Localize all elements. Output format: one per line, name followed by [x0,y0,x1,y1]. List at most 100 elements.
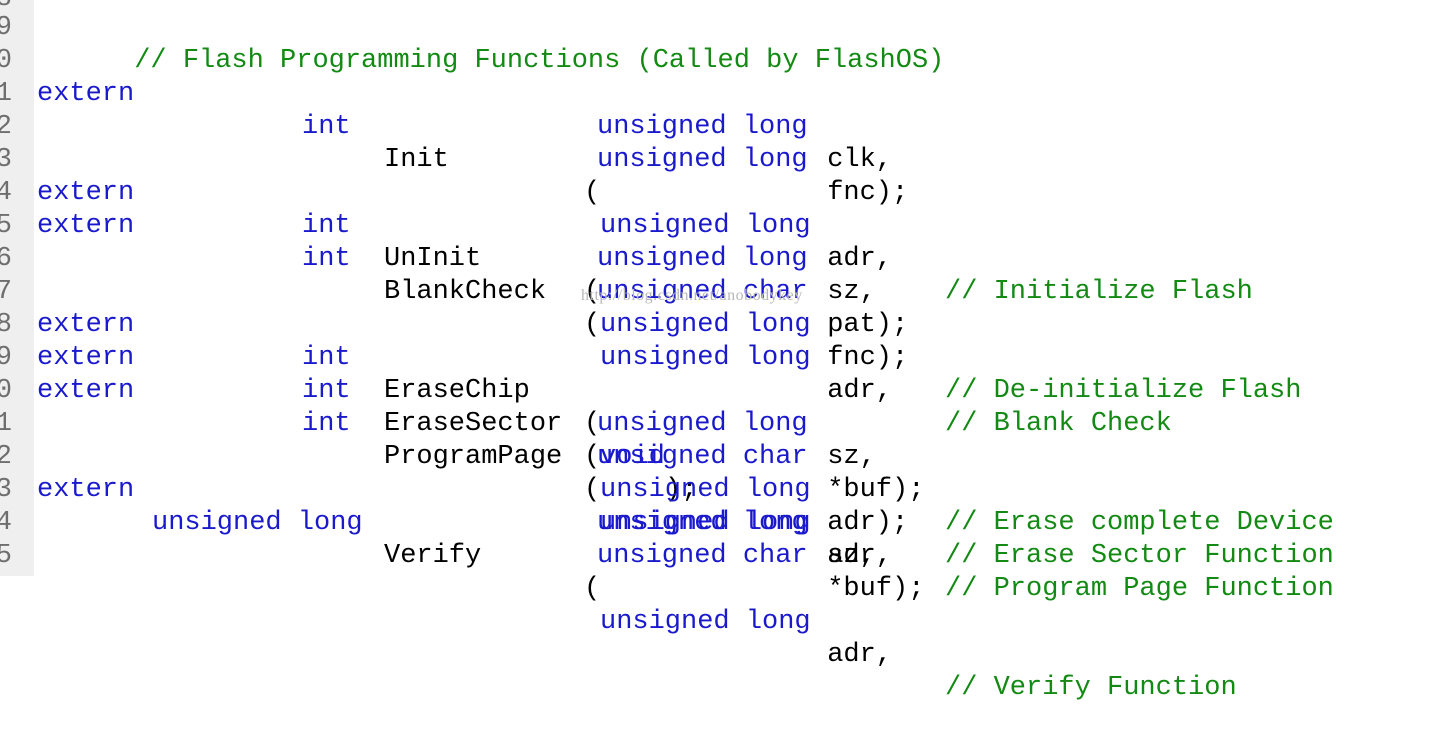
return-type: int [302,409,351,439]
line-number: 2 [0,112,12,142]
line-number: 9 [0,13,12,43]
function-name: UnInit [384,244,482,274]
param-name: clk, [811,145,893,175]
param-type: void [600,442,665,472]
param-name: adr, [811,376,893,406]
line-number: 5 [0,541,12,571]
paren: ( [584,310,601,340]
param-name: sz, [811,541,876,571]
comment: // Erase complete Device [945,508,1334,538]
line-number: 6 [0,244,12,274]
param-name: pat); [811,310,909,340]
function-name: Init [384,145,449,175]
param-type: unsigned long [597,508,808,538]
paren: ( [584,574,601,604]
line-number: 2 [0,442,12,472]
line-number: 8 [0,0,12,16]
param-type: unsigned long [597,112,808,142]
param-type: unsigned char [597,442,808,472]
comment: // Blank Check [945,409,1172,439]
line-number-gutter: 8 9 0 1 2 3 4 5 6 7 8 9 0 1 2 3 4 5 [0,0,34,576]
keyword-extern: extern [37,475,135,505]
param-type: unsigned long [600,343,811,373]
comment: // Verify Function [945,673,1237,703]
function-name: EraseSector [384,409,563,439]
function-name: Verify [384,541,482,571]
return-type: unsigned long [152,508,363,538]
paren: ( [584,409,601,439]
line-number: 7 [0,277,12,307]
comment: // Program Page Function [945,574,1334,604]
code-line: unsigned char *buf); [37,408,924,505]
param-type: unsigned long [600,310,811,340]
return-type: int [302,112,351,142]
line-number: 3 [0,145,12,175]
return-type: int [302,343,351,373]
code-line: extern int ProgramPage ( unsigned long a… [37,342,1334,604]
param-type: unsigned char [597,277,808,307]
keyword-extern: extern [37,79,135,109]
comment: // Initialize Flash [945,277,1253,307]
watermark: http://blog.csdn.net/anobodykey [581,287,803,304]
return-type: int [302,376,351,406]
code-line: extern int UnInit ( unsigned long fnc); … [37,144,1301,406]
param-type: unsigned long [600,211,811,241]
param-type: unsigned long [597,244,808,274]
param-name: *buf); [811,574,925,604]
line-number: 9 [0,343,12,373]
function-name: EraseChip [384,376,530,406]
code-line: extern int EraseSector ( unsigned long a… [37,309,1334,571]
paren: ( [584,178,601,208]
keyword-extern: extern [37,343,135,373]
param-name: adr, [811,244,893,274]
keyword-extern: extern [37,310,135,340]
param-type: unsigned long [600,607,811,637]
line-number: 5 [0,211,12,241]
code-line: extern int Init ( unsigned long adr, // … [37,45,1253,307]
line-number: 8 [0,310,12,340]
param-name: sz, [811,277,876,307]
param-name: fnc); [811,343,909,373]
line-number: 4 [0,178,12,208]
param-name: adr); [811,508,909,538]
param-type: unsigned long [597,409,808,439]
code-line: unsigned char *buf); [37,507,924,604]
param-type: unsigned long [597,145,808,175]
code-line: extern unsigned long Verify ( unsigned l… [37,441,1237,703]
keyword-extern: extern [37,178,135,208]
param-name: adr, [811,541,893,571]
param-name: sz, [811,442,876,472]
code-line: unsigned long clk, [37,78,892,175]
paren: ( [584,475,601,505]
return-type: int [302,244,351,274]
param-type: unsigned long [600,475,811,505]
keyword-extern: extern [37,211,135,241]
code-line: unsigned long sz, [37,375,876,472]
code-editor[interactable]: 8 9 0 1 2 3 4 5 6 7 8 9 0 1 2 3 4 5 // F… [0,0,1450,703]
code-line: unsigned long sz, [37,210,876,307]
paren: ( [584,442,601,472]
line-number: 1 [0,79,12,109]
paren: ( [584,277,601,307]
line-number: 3 [0,475,12,505]
param-name: ); [665,475,698,505]
line-number: 0 [0,46,12,76]
code-line: extern int EraseChip ( void ); // Erase … [37,276,1334,538]
line-number: 1 [0,409,12,439]
keyword-extern: extern [37,376,135,406]
code-line: unsigned char pat); [37,243,908,340]
comment: // De-initialize Flash [945,376,1302,406]
param-type: unsigned long [600,508,811,538]
line-number: 0 [0,376,12,406]
code-line: // Flash Programming Functions (Called b… [37,12,944,76]
code-line: unsigned long sz, [37,474,876,571]
param-name: *buf); [811,475,925,505]
function-name: ProgramPage [384,442,563,472]
code-line: unsigned long fnc); [37,111,908,208]
function-name: BlankCheck [384,277,547,307]
param-name: fnc); [811,178,909,208]
comment: // Flash Programming Functions (Called b… [134,46,945,76]
line-number: 4 [0,508,12,538]
param-type: unsigned char [597,541,808,571]
comment: // Erase Sector Function [945,541,1334,571]
